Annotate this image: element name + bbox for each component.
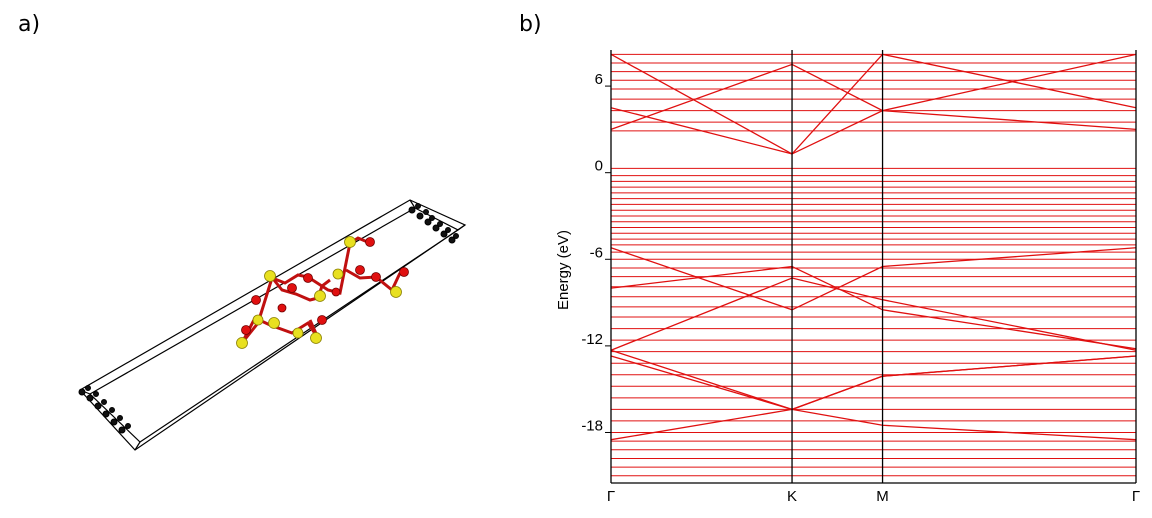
x-tick-2: M (876, 488, 889, 505)
cell-end-cluster-left (78, 385, 131, 434)
crystal-structure-figure (78, 199, 467, 451)
dispersive-band-0 (610, 63, 1137, 131)
y-tick-4: -18 (581, 417, 603, 434)
atoms-yellow (236, 236, 402, 349)
band-lines (610, 53, 1137, 477)
y-axis-label: Energy (eV) (555, 230, 572, 310)
y-tick-2: -6 (590, 244, 603, 261)
y-tick-3: -12 (581, 331, 603, 348)
panel-label-b: b) (519, 12, 542, 37)
x-tick-0: Γ (607, 488, 615, 505)
x-tick-1: K (787, 488, 797, 505)
y-tick-labels: 6 0 -6 -12 -18 (581, 71, 611, 434)
y-tick-0: 6 (595, 71, 603, 88)
unit-cell-box (79, 199, 467, 451)
dispersive-band-4 (610, 265, 1137, 350)
plot-frame (610, 50, 1137, 484)
dispersive-band-5 (610, 277, 1137, 351)
panel-label-a: a) (18, 12, 41, 37)
dispersive-band-7 (610, 355, 1137, 411)
dispersive-band-1 (610, 53, 1137, 155)
dispersive-band-2 (610, 53, 1137, 155)
dispersive-band-8 (610, 408, 1137, 441)
band-structure-chart: Energy (eV) 6 0 -6 -12 -18 Γ K M Γ (555, 50, 1140, 505)
y-tick-1: 0 (595, 158, 603, 175)
cell-end-cluster-right (408, 203, 459, 244)
x-tick-3: Γ (1132, 488, 1140, 505)
atoms-red (241, 237, 409, 335)
